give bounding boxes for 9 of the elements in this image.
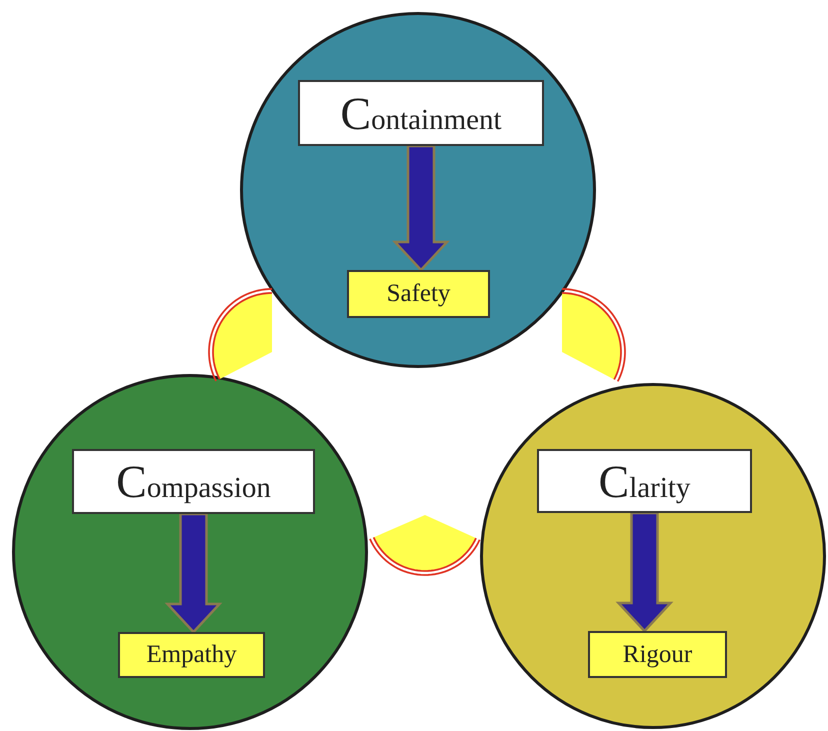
label-box: Rigour [588,631,727,678]
title-box: Clarity [537,449,752,513]
title-box: Containment [298,80,544,146]
block-arrow [616,512,674,633]
block-arrow [164,512,222,634]
block-arrow [392,144,450,272]
title-box: Compassion [72,449,315,514]
label-box: Safety [347,270,490,318]
label-box: Empathy [118,632,265,678]
